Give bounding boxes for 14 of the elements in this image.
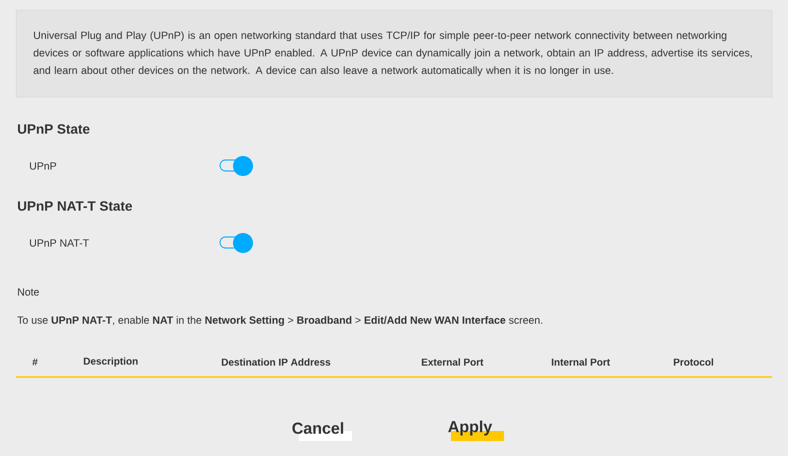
note-heading: Note bbox=[18, 288, 39, 296]
column-header: External Port bbox=[422, 358, 484, 366]
info-box: Universal Plug and Play (UPnP) is an open networking standard that uses TCP/IP for simple peer-to-peer network connectivity between networking devices or software applications which have UPnP enabled. A UPnP device can dynamically join a network, obtain an IP address, advertise its services, and learn about other devices on the network. A device can also leave a network automatically when it is no longer in use. bbox=[16, 10, 772, 98]
note-text: To use UPnP NAT-T, enable NAT in the Network Setting > Broadband > Edit/Add New WAN Interface screen. bbox=[17, 316, 542, 326]
field-label: UPnP bbox=[30, 162, 56, 170]
field-label: UPnP NAT-T bbox=[30, 239, 89, 247]
column-header: Protocol bbox=[674, 358, 714, 366]
cancel-button: Cancel bbox=[292, 422, 352, 441]
section-heading: UPnP NAT-T State bbox=[18, 201, 132, 211]
column-header: # bbox=[32, 358, 38, 366]
column-header: Internal Port bbox=[552, 358, 610, 366]
column-header: Destination IP Address bbox=[222, 358, 330, 366]
section-heading: UPnP State bbox=[18, 124, 90, 134]
column-header: Description bbox=[84, 357, 138, 367]
